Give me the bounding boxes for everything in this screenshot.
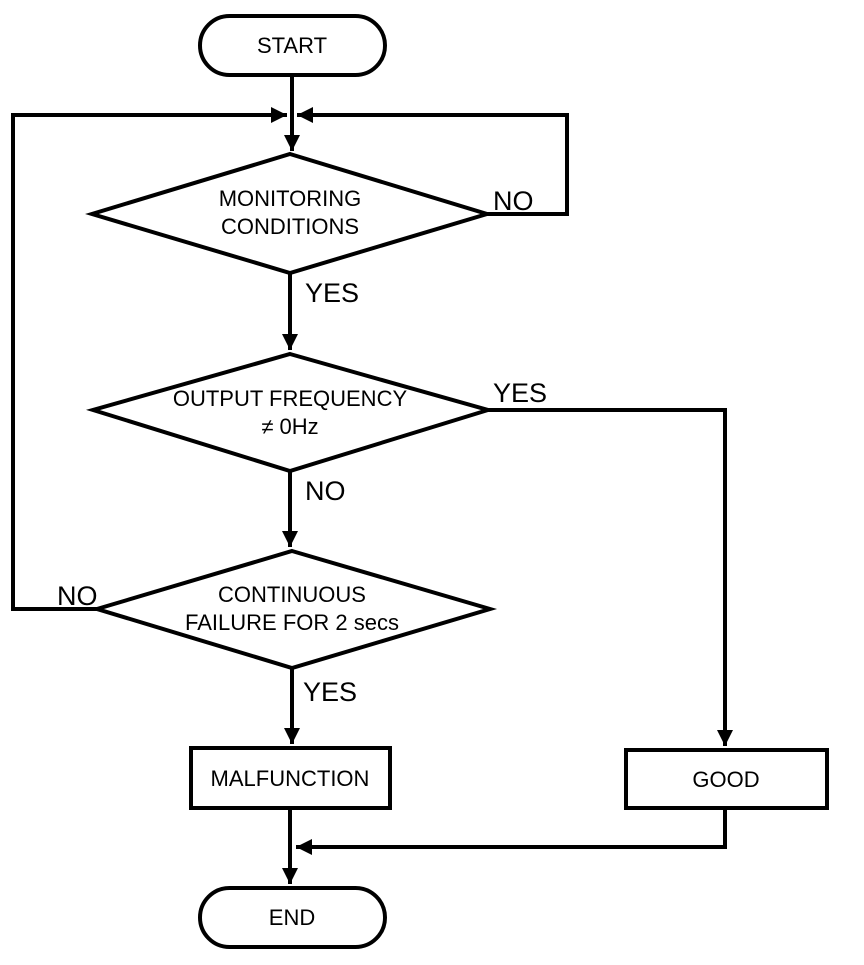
output-no-label: NO (305, 476, 346, 506)
good-node (624, 748, 829, 810)
end-node (198, 886, 387, 949)
continuous-failure-label-line1: CONTINUOUS (218, 582, 366, 607)
output-yes-label: YES (493, 378, 547, 408)
start-label: START (257, 33, 327, 58)
monitoring-no-label: NO (493, 186, 534, 216)
monitoring-conditions-label-line2: CONDITIONS (221, 214, 359, 239)
end-label: END (269, 905, 315, 930)
output-frequency-decision (85, 351, 496, 474)
malfunction-node (189, 746, 392, 810)
continuous-failure-decision (90, 548, 498, 671)
edge-monitoring-no-loop (297, 107, 569, 216)
good-label: GOOD (692, 767, 759, 792)
continuous-no-label: NO (57, 581, 98, 611)
output-frequency-label-line2: ≠ 0Hz (261, 414, 318, 439)
continuous-failure-label-line2: FAILURE FOR 2 secs (185, 610, 399, 635)
malfunction-label: MALFUNCTION (211, 766, 370, 791)
monitoring-conditions-decision (85, 151, 494, 276)
start-node (198, 14, 387, 77)
output-frequency-label-line1: OUTPUT FREQUENCY (173, 386, 408, 411)
monitoring-conditions-label-line1: MONITORING (219, 186, 362, 211)
edge-continuous-no-loop (11, 107, 287, 611)
edge-output-yes-to-good (488, 408, 733, 746)
edge-good-to-merge (296, 808, 727, 855)
continuous-yes-label: YES (303, 677, 357, 707)
monitoring-yes-label: YES (305, 278, 359, 308)
